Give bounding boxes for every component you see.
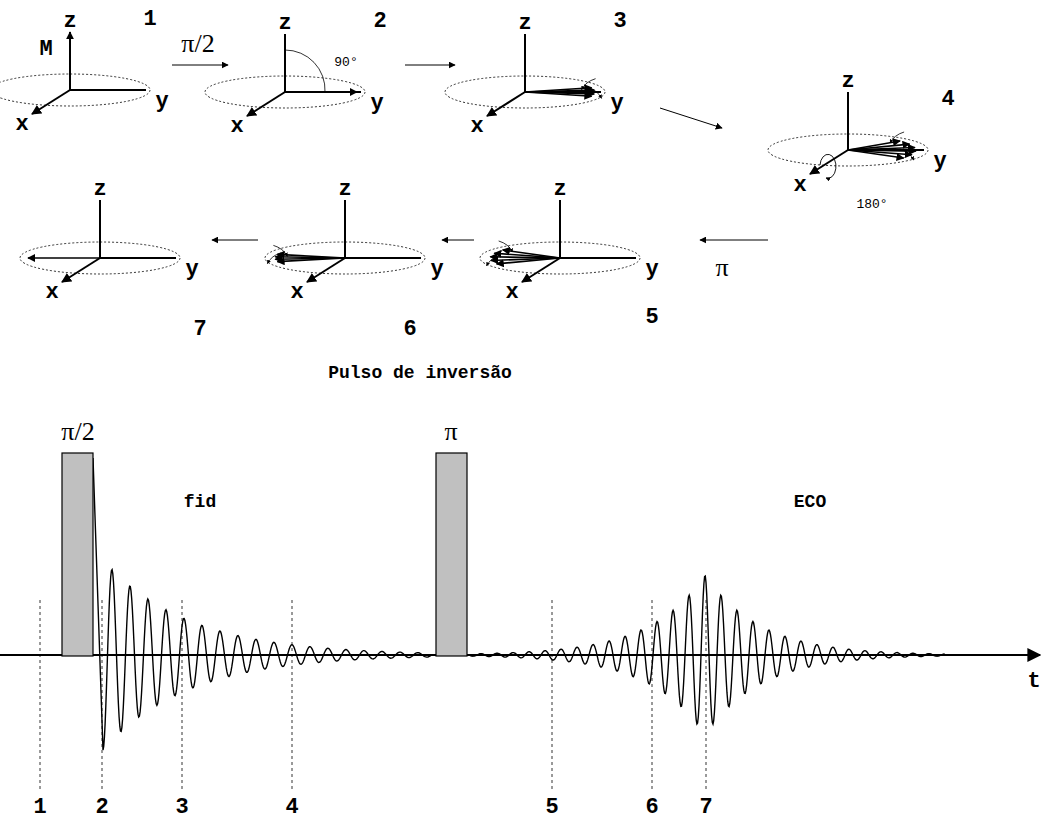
time-marker-line [706, 600, 707, 792]
pulse-title: Pulso de inversão [328, 364, 512, 382]
axes-panel [205, 34, 365, 116]
step-number: 6 [403, 319, 416, 341]
step-arrow [212, 240, 258, 241]
axis-label: x [290, 282, 303, 304]
step-number: 1 [143, 9, 156, 31]
axes-panel [0, 32, 150, 114]
time-marker-line [292, 600, 293, 792]
time-marker-line [552, 600, 553, 792]
echo-signal [468, 576, 945, 724]
step-arrow [660, 108, 722, 128]
step-arrow [405, 65, 455, 66]
time-marker: 4 [285, 797, 298, 819]
time-marker: 7 [699, 797, 712, 819]
axis-label: y [933, 151, 946, 173]
pulse-label: π/2 [181, 31, 214, 57]
pulse-label: π [715, 255, 728, 281]
axis-label: y [185, 259, 198, 281]
axis-label: y [155, 91, 168, 113]
axis-label: z [93, 179, 106, 201]
time-marker-line [652, 600, 653, 792]
axes-panel [768, 92, 928, 174]
axes-panel [265, 200, 425, 282]
step-arrow [172, 65, 228, 66]
time-axis-label: t [1027, 671, 1040, 693]
axis-label: z [63, 11, 76, 33]
axis-label: z [278, 13, 291, 35]
step-number: 4 [941, 89, 954, 111]
step-arrow [442, 240, 474, 241]
axis-label: z [841, 71, 854, 93]
step-number: 5 [645, 307, 658, 329]
signal-label: ECO [794, 493, 826, 511]
angle-label: 180° [856, 198, 887, 211]
time-marker: 2 [95, 797, 108, 819]
step-number: 7 [193, 319, 206, 341]
pulse-label: π/2 [61, 419, 94, 445]
axis-label: x [470, 116, 483, 138]
axis-label: z [338, 179, 351, 201]
axis-label: z [553, 179, 566, 201]
axes-panel [480, 200, 640, 282]
axes-panel [20, 200, 180, 282]
axis-label: y [645, 259, 658, 281]
axis-label: x [15, 114, 28, 136]
time-marker-line [40, 600, 41, 792]
axis-label: x [793, 175, 806, 197]
rf-pulse [62, 453, 93, 656]
time-marker: 1 [33, 797, 46, 819]
axis-label: y [370, 93, 383, 115]
time-marker: 5 [545, 797, 558, 819]
axis-label: z [518, 13, 531, 35]
angle-label: 90° [334, 56, 357, 69]
rf-pulse [436, 453, 467, 656]
axis-label: y [610, 93, 623, 115]
step-number: 3 [613, 11, 626, 33]
pulse-label: π [444, 419, 457, 445]
step-arrow [700, 240, 768, 241]
time-marker: 6 [645, 797, 658, 819]
vector-label: M [39, 39, 52, 61]
fid-signal [93, 458, 432, 750]
axis-label: x [45, 282, 58, 304]
axis-label: x [505, 282, 518, 304]
step-number: 2 [373, 11, 386, 33]
axis-label: y [430, 259, 443, 281]
signal-label: fid [184, 493, 216, 511]
axes-panel [445, 34, 605, 116]
time-marker: 3 [175, 797, 188, 819]
axis-label: x [230, 116, 243, 138]
vector-panels [0, 32, 928, 282]
timing-diagram [0, 453, 1040, 792]
